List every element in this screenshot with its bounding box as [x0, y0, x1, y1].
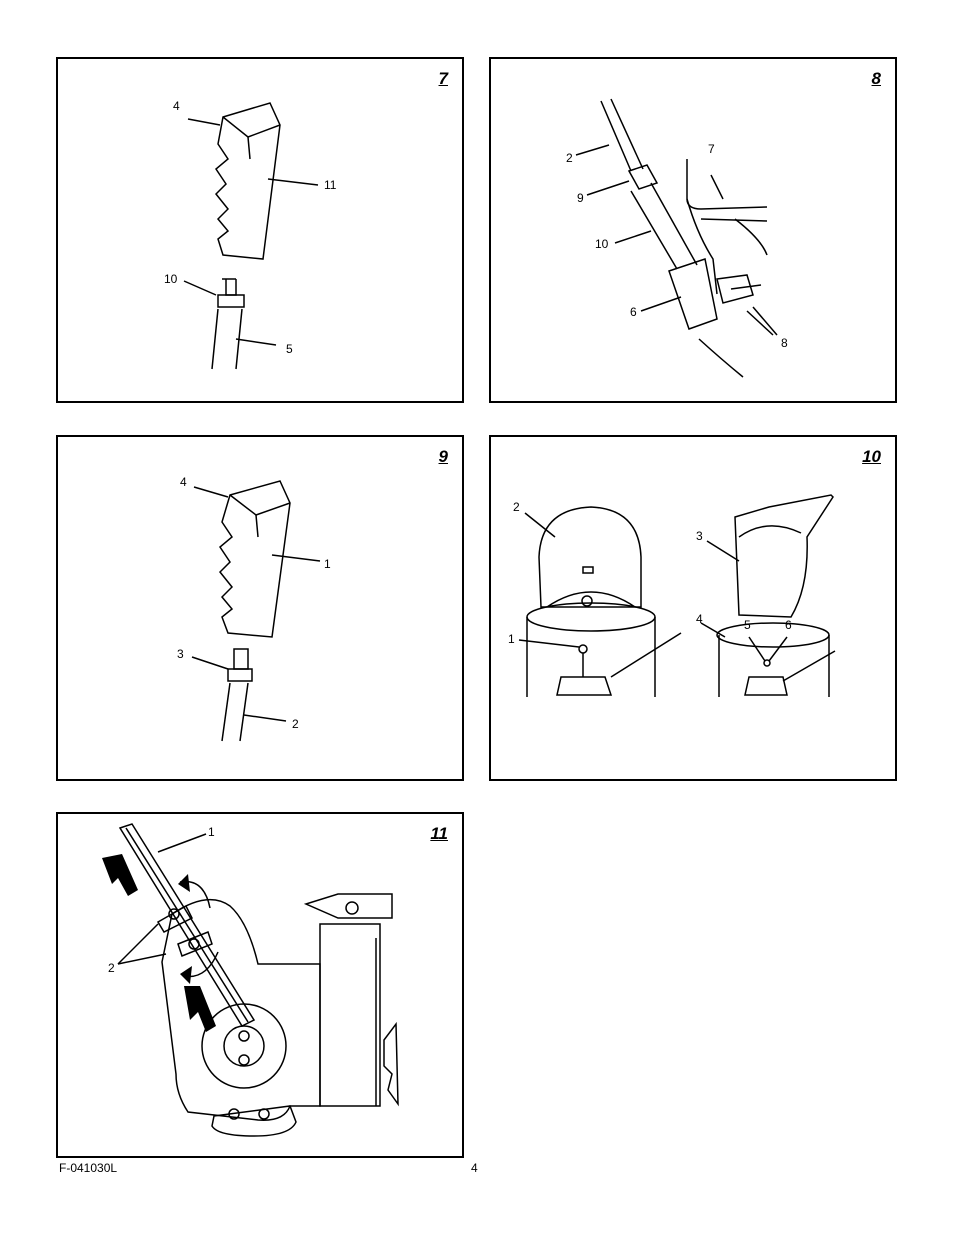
callout-label: 2 [566, 151, 573, 165]
figure-7-panel: 7 4 11 10 5 [56, 57, 464, 403]
callout-label: 3 [177, 647, 184, 661]
figure-number: 11 [430, 824, 448, 843]
callout-label: 1 [508, 632, 515, 646]
figure-11-panel: 11 1 2 [56, 812, 464, 1158]
figure-8-illustration [575, 98, 778, 378]
callout-label: 4 [180, 475, 187, 489]
figure-10-illustration [518, 494, 836, 697]
callout-label: 11 [324, 178, 337, 192]
figure-9-panel: 9 4 1 3 2 [56, 435, 464, 781]
page-number: 4 [471, 1161, 478, 1175]
document-code: F-041030L [59, 1161, 118, 1175]
figure-9-illustration [191, 480, 321, 742]
callout-label: 4 [173, 99, 180, 113]
callout-label: 1 [208, 825, 215, 839]
figure-11-illustration [102, 823, 399, 1137]
callout-label: 5 [744, 618, 751, 632]
callout-label: 8 [781, 336, 788, 350]
figure-7-illustration [183, 102, 319, 370]
callout-label: 6 [630, 305, 637, 319]
callout-label: 7 [708, 142, 715, 156]
callout-label: 10 [595, 237, 609, 251]
callout-label: 4 [696, 612, 703, 626]
callout-label: 1 [324, 557, 331, 571]
callout-label: 9 [577, 191, 584, 205]
figure-number: 7 [438, 69, 448, 88]
callout-label: 6 [785, 618, 792, 632]
callout-label: 2 [292, 717, 299, 731]
figure-10-panel: 10 2 3 1 4 5 6 [489, 435, 897, 781]
callout-label: 3 [696, 529, 703, 543]
callout-label: 5 [286, 342, 293, 356]
figure-number: 9 [438, 447, 448, 466]
figure-8-panel: 8 2 7 9 10 6 8 [489, 57, 897, 403]
callout-label: 10 [164, 272, 178, 286]
figure-number: 10 [862, 447, 881, 466]
callout-label: 2 [513, 500, 520, 514]
callout-label: 2 [108, 961, 115, 975]
figure-number: 8 [871, 69, 881, 88]
